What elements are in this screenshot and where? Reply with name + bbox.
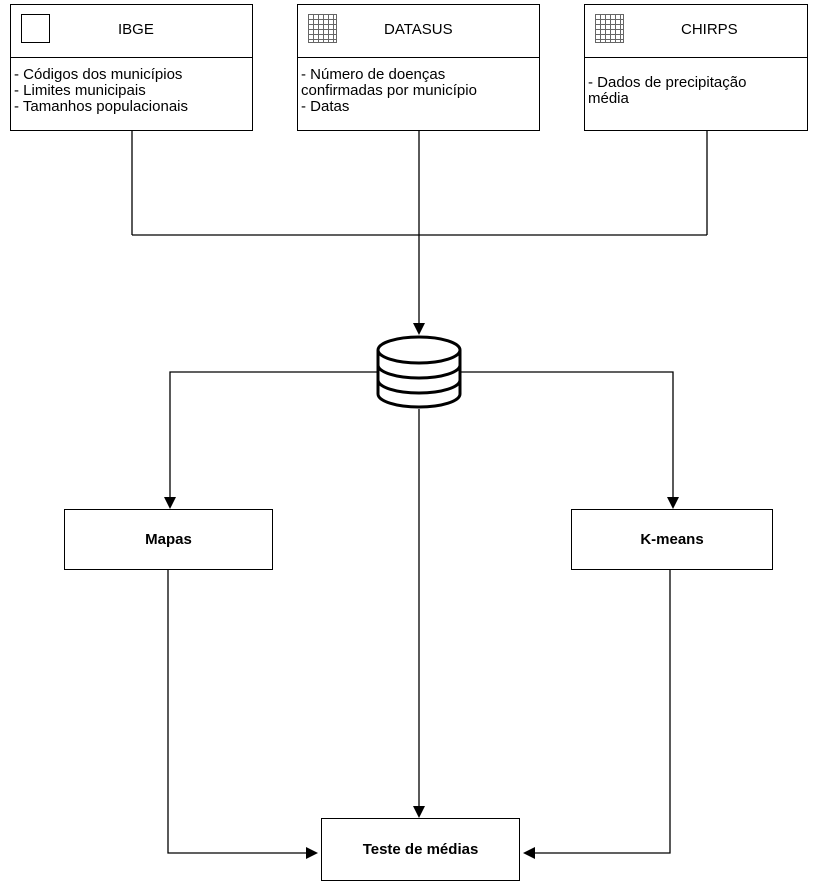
source-detail-line: - Datas [301,98,350,115]
teste-de-medias-box: Teste de médias [321,818,520,881]
source-box-chirps: CHIRPS - Dados de precipitação média [584,4,808,131]
source-box-ibge: IBGE - Códigos dos municípios - Limites … [10,4,253,131]
source-detail-line: - Número de doenças [301,66,446,83]
source-header-chirps: CHIRPS [585,5,807,58]
source-title-datasus: DATASUS [384,21,453,38]
source-detail-line: média [588,90,629,107]
source-detail-line: confirmadas por município [301,82,477,99]
grid-table-icon [595,14,625,44]
square-outline-icon [21,14,51,44]
source-detail-line: - Limites municipais [14,82,146,99]
mapas-box: Mapas [64,509,273,570]
source-details-datasus: - Número de doenças confirmadas por muni… [301,67,537,115]
source-details-chirps: - Dados de precipitação média [588,75,805,107]
source-box-datasus: DATASUS - Número de doenças confirmadas … [297,4,540,131]
source-title-ibge: IBGE [118,21,154,38]
source-header-datasus: DATASUS [298,5,539,58]
source-title-chirps: CHIRPS [681,21,738,38]
source-detail-line: - Códigos dos municípios [14,66,183,83]
kmeans-box: K-means [571,509,773,570]
grid-table-icon [308,14,338,44]
mapas-label: Mapas [145,531,192,548]
source-detail-line: - Dados de precipitação [588,74,747,91]
teste-de-medias-label: Teste de médias [362,841,479,858]
source-details-ibge: - Códigos dos municípios - Limites munic… [14,67,250,115]
source-header-ibge: IBGE [11,5,252,58]
database-icon [376,335,462,409]
kmeans-label: K-means [640,531,704,548]
source-detail-line: - Tamanhos populacionais [14,98,189,115]
